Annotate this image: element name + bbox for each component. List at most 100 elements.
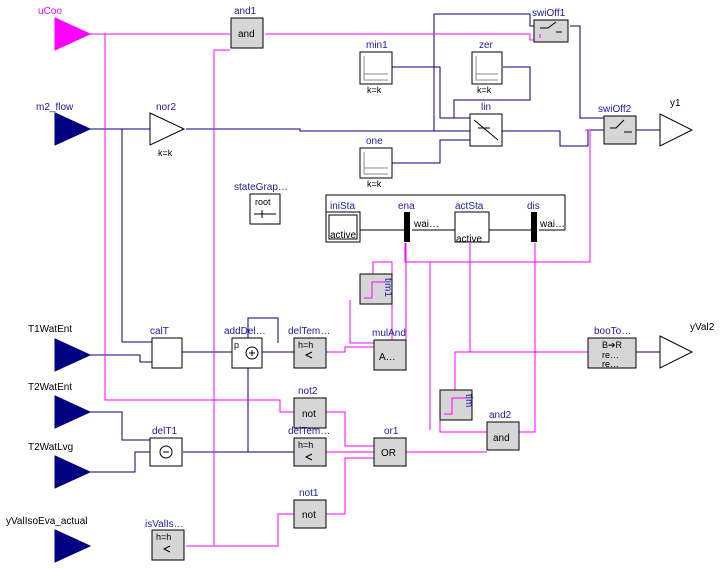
output-y1[interactable]: y1 [659, 98, 694, 147]
transition-ena-name: ena [398, 201, 415, 212]
block-not1-name: not1 [299, 488, 319, 499]
block-or1[interactable]: or1 OR [373, 426, 407, 467]
block-min1-name: min1 [366, 40, 388, 51]
block-lin-name: lin [481, 102, 491, 113]
switch-icon [540, 21, 562, 33]
transition-dis-text: wai… [539, 219, 565, 230]
input-yValIsoEva_actual-label: yValIsoEva_actual [6, 516, 88, 527]
block-not2-name: not2 [298, 386, 318, 397]
output-y1-label: y1 [670, 98, 681, 109]
input-m2_flow[interactable]: m2_flow [36, 102, 92, 146]
block-tim1-name: tim1 [382, 278, 393, 297]
block-nor2-name: nor2 [156, 102, 176, 113]
timer-icon [364, 281, 386, 299]
block-delT1[interactable]: delT1 [149, 426, 183, 467]
root-icon [254, 210, 276, 218]
constant-icon [363, 56, 388, 81]
block-swiOff1-name: swiOff1 [532, 8, 566, 19]
block-one[interactable]: one k=k [359, 136, 393, 189]
input-T2WatLvg-label: T2WatLvg [28, 442, 73, 453]
input-T1WatEnt[interactable]: T1WatEnt [28, 324, 92, 372]
block-not1[interactable]: not1 not [293, 488, 327, 529]
block-addDel-name: addDel… [224, 326, 266, 337]
input-uCoo-label: uCoo [38, 6, 62, 17]
block-zer[interactable]: zer k=k [471, 40, 503, 95]
transition-ena[interactable]: ena wai… [398, 201, 439, 242]
block-swiOff1[interactable]: swiOff1 [532, 8, 569, 43]
linear-icon [473, 119, 499, 141]
block-mulAnd-text: A… [379, 352, 396, 363]
block-isValIs[interactable]: isValIs… h=h [145, 519, 185, 561]
block-not1-text: not [302, 510, 316, 521]
input-T2WatEnt-label: T2WatEnt [28, 382, 72, 393]
block-nor2[interactable]: nor2 k=k [149, 102, 186, 158]
block-addDel[interactable]: addDel… p [224, 326, 266, 369]
block-delTem2[interactable]: delTem… h=h [288, 426, 330, 467]
block-swiOff2[interactable]: swiOff2 [598, 104, 637, 145]
block-and1[interactable]: and1 and [230, 6, 264, 49]
hysteresis-icon [304, 453, 313, 461]
timer-icon [444, 397, 466, 415]
input-uCoo[interactable]: uCoo [38, 6, 92, 51]
block-nor2-param: k=k [158, 148, 173, 158]
add-icon [245, 346, 259, 360]
block-one-name: one [366, 136, 383, 147]
block-iniSta-text: active [330, 230, 357, 241]
block-mulAnd-name: mulAnd [372, 328, 406, 339]
block-zer-param: k=k [477, 85, 492, 95]
input-m2_flow-label: m2_flow [36, 102, 74, 113]
block-booTo[interactable]: booTo… B➔R re… re… [587, 326, 637, 369]
block-isValIs-text: h=h [156, 532, 171, 542]
block-iniSta[interactable]: iniSta active [325, 201, 361, 243]
block-delTem1[interactable]: delTem… h=h [288, 326, 330, 369]
block-min1[interactable]: min1 k=k [359, 40, 393, 95]
block-swiOff2-name: swiOff2 [598, 104, 632, 115]
input-T2WatEnt[interactable]: T2WatEnt [28, 382, 92, 429]
constant-icon [475, 56, 498, 81]
block-and2[interactable]: and2 and [486, 410, 520, 451]
block-delTem1-text: h=h [298, 340, 313, 350]
block-tim[interactable]: tim [439, 389, 474, 421]
block-booTo-line2: re… [602, 350, 619, 360]
output-yVal2[interactable]: yVal2 [659, 322, 715, 369]
block-booTo-line3: re… [602, 359, 619, 369]
block-actSta-text: active [456, 234, 483, 245]
block-or1-text: OR [381, 448, 396, 459]
block-calT[interactable]: calT [150, 326, 183, 369]
block-calT-name: calT [150, 326, 169, 337]
block-and1-name: and1 [234, 6, 257, 17]
transition-dis[interactable]: dis wai… [527, 201, 565, 242]
block-zer-name: zer [479, 40, 494, 51]
transition-ena-text: wai… [413, 219, 439, 230]
block-not2[interactable]: not2 not [293, 386, 327, 429]
subtract-icon [159, 445, 173, 459]
input-yValIsoEva_actual[interactable]: yValIsoEva_actual [6, 516, 92, 563]
block-actSta[interactable]: actSta active [454, 201, 490, 245]
input-T2WatLvg[interactable]: T2WatLvg [28, 442, 92, 489]
block-tim1[interactable]: tim1 [359, 273, 393, 305]
constant-icon [363, 152, 388, 175]
block-tim-name: tim [463, 394, 474, 407]
block-delTem2-name: delTem… [288, 426, 330, 437]
block-state-graph-text: root [255, 197, 271, 207]
block-and2-name: and2 [489, 410, 512, 421]
hysteresis-icon [162, 545, 171, 553]
block-delTem1-name: delTem… [288, 326, 330, 337]
output-yVal2-label: yVal2 [690, 322, 715, 333]
block-iniSta-name: iniSta [330, 201, 355, 212]
block-booTo-name: booTo… [594, 326, 631, 337]
switch-icon [610, 119, 632, 133]
block-one-param: k=k [367, 179, 382, 189]
block-not2-text: not [302, 409, 316, 420]
block-state-graph-root[interactable]: stateGrap… root [234, 182, 288, 225]
block-and1-text: and [238, 29, 255, 40]
block-isValIs-name: isValIs… [145, 519, 184, 530]
block-state-graph-name: stateGrap… [234, 182, 288, 193]
block-mulAnd[interactable]: mulAnd A… [372, 328, 407, 371]
block-and2-text: and [493, 433, 510, 444]
block-lin[interactable]: lin [469, 102, 503, 147]
boolean-signal-wires [90, 33, 591, 547]
real-signal-wires [90, 13, 660, 473]
block-delTem2-text: h=h [298, 440, 313, 450]
